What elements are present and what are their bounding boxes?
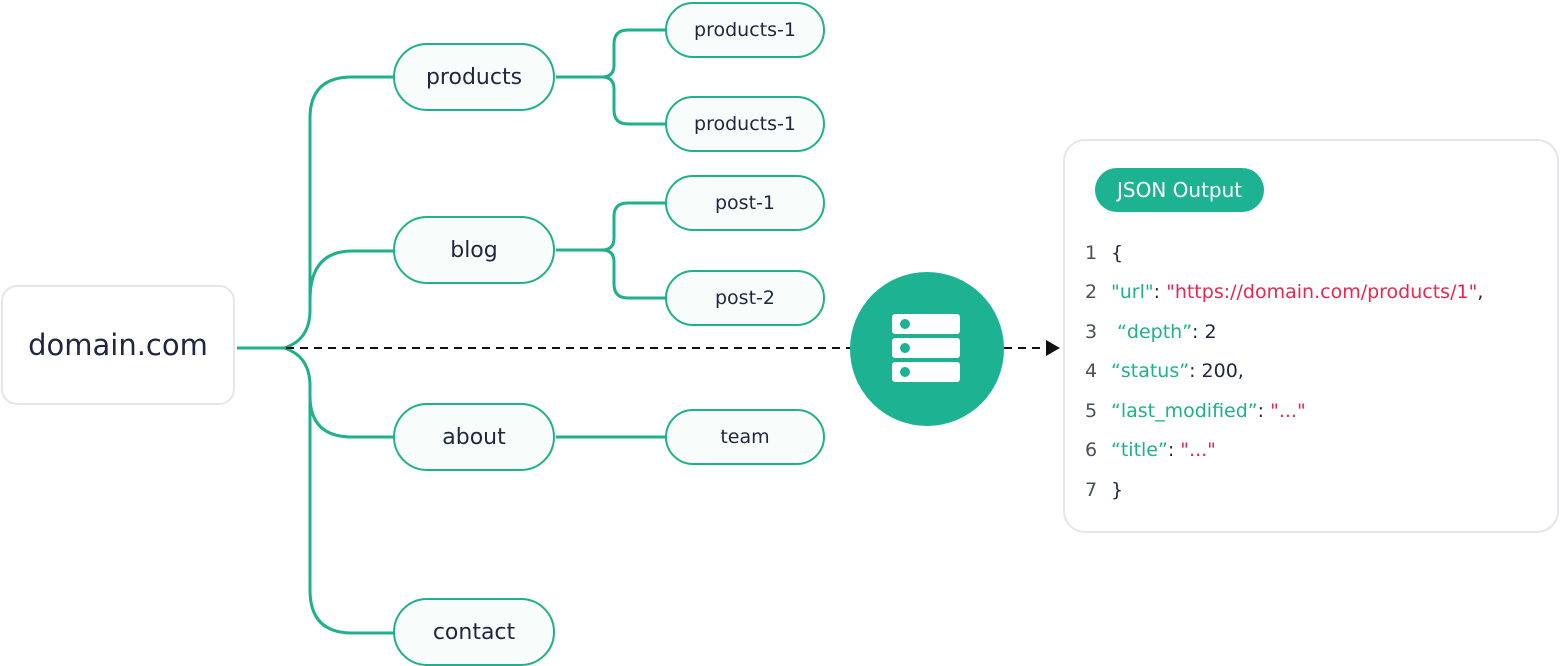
line-number: 1 bbox=[1085, 241, 1098, 264]
server-icon bbox=[850, 272, 1004, 426]
leaf-node-post-1[interactable]: post-1 bbox=[665, 175, 825, 231]
leaf-label: products-1 bbox=[694, 113, 796, 135]
server-led bbox=[900, 319, 910, 329]
products-connector bbox=[556, 28, 666, 79]
json-output-badge: JSON Output bbox=[1095, 168, 1265, 212]
line-number: 4 bbox=[1085, 360, 1098, 383]
line-number: 6 bbox=[1085, 439, 1098, 462]
line-number: 3 bbox=[1085, 320, 1098, 343]
server-rack bbox=[892, 314, 960, 334]
leaf-node-products-1b[interactable]: products-1 bbox=[665, 96, 825, 152]
server-led bbox=[900, 367, 910, 377]
server-led bbox=[900, 343, 910, 353]
code-key: “title” bbox=[1111, 439, 1168, 462]
root-label: domain.com bbox=[28, 328, 208, 362]
leaf-label: team bbox=[720, 426, 770, 448]
code-value: 2 bbox=[1204, 320, 1217, 343]
code-key: “status” bbox=[1111, 360, 1190, 383]
line-number: 7 bbox=[1085, 478, 1098, 501]
leaf-label: post-1 bbox=[715, 192, 775, 214]
branch-node-contact[interactable]: contact bbox=[393, 598, 555, 666]
code-line: 3 “depth”: 2 bbox=[1085, 312, 1483, 352]
server-rack bbox=[892, 362, 960, 382]
leaf-label: post-2 bbox=[715, 287, 775, 309]
code-value: "https://domain.com/products/1" bbox=[1166, 281, 1478, 304]
code-line: 5 “last_modified”: "..." bbox=[1085, 391, 1483, 431]
code-key: “depth” bbox=[1117, 320, 1193, 343]
trunk-up bbox=[283, 75, 394, 350]
leaf-node-products-1[interactable]: products-1 bbox=[665, 2, 825, 58]
code-line: 6 “title”: "..." bbox=[1085, 431, 1483, 471]
branch-blog-connector bbox=[308, 249, 394, 301]
branch-label: about bbox=[442, 424, 506, 450]
branch-node-products[interactable]: products bbox=[393, 43, 555, 111]
code-line: 7} bbox=[1085, 470, 1483, 510]
code-value: } bbox=[1111, 478, 1124, 501]
code-sep: : bbox=[1153, 281, 1167, 304]
code-line: 4 “status”: 200, bbox=[1085, 352, 1483, 392]
branch-about-connector bbox=[308, 395, 394, 439]
code-sep: : bbox=[1189, 360, 1202, 383]
code-sep: : bbox=[1257, 399, 1271, 422]
code-value: 200 bbox=[1201, 360, 1238, 383]
leaf-node-team[interactable]: team bbox=[665, 409, 825, 465]
server-rack bbox=[892, 338, 960, 358]
line-number: 5 bbox=[1085, 399, 1098, 422]
code-post: , bbox=[1237, 360, 1244, 383]
code-key: “last_modified” bbox=[1111, 399, 1258, 422]
leaf-label: products-1 bbox=[694, 19, 796, 41]
code-sep: : bbox=[1192, 320, 1205, 343]
branch-label: contact bbox=[432, 619, 516, 645]
code-line: 1{ bbox=[1085, 233, 1483, 273]
code-value: "..." bbox=[1270, 399, 1306, 422]
leaf-node-post-2[interactable]: post-2 bbox=[665, 270, 825, 326]
branch-label: products bbox=[425, 64, 523, 90]
code-value: { bbox=[1111, 241, 1124, 264]
json-code-block: 1{ 2"url": "https://domain.com/products/… bbox=[1085, 233, 1483, 510]
line-number: 2 bbox=[1085, 281, 1098, 304]
trunk-down bbox=[283, 346, 394, 635]
code-post: , bbox=[1477, 281, 1484, 304]
branch-node-about[interactable]: about bbox=[393, 403, 555, 471]
code-value: "..." bbox=[1180, 439, 1216, 462]
blog-connector bbox=[556, 201, 666, 252]
root-node-domain[interactable]: domain.com bbox=[1, 285, 235, 405]
branch-node-blog[interactable]: blog bbox=[393, 216, 555, 284]
branch-label: blog bbox=[450, 237, 498, 263]
code-sep: : bbox=[1167, 439, 1181, 462]
arrowhead-icon bbox=[1046, 340, 1060, 356]
code-line: 2 "url": "https://domain.com/products/1", bbox=[1085, 273, 1483, 313]
code-key: "url" bbox=[1111, 281, 1154, 304]
json-output-panel: JSON Output 1{ 2"url": "https://domain.c… bbox=[1063, 139, 1559, 533]
